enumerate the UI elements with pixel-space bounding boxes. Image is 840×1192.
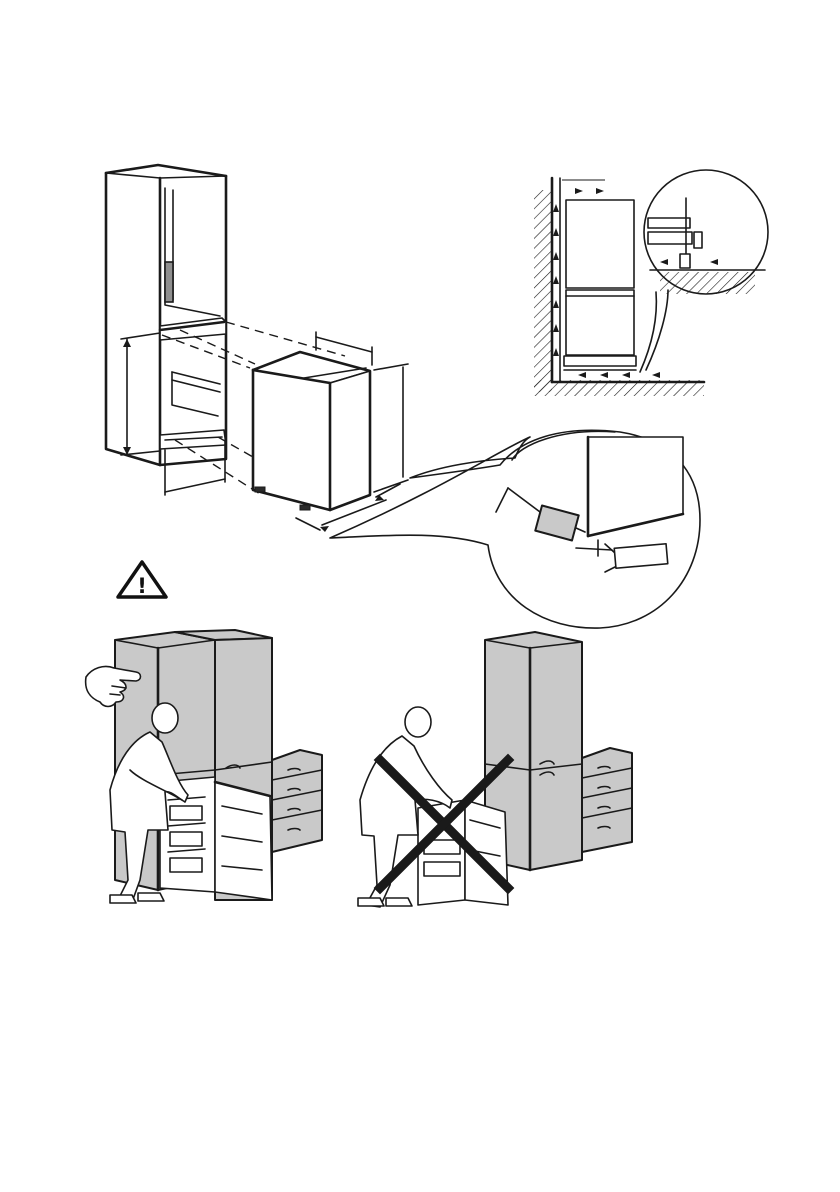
correct-installation-scene: [86, 630, 322, 903]
warning-symbol: !: [137, 574, 147, 598]
zoom-bubble: [640, 170, 768, 372]
incorrect-installation-scene: [358, 632, 632, 907]
ventilation-side-view: [534, 170, 768, 396]
freezer-appliance: [253, 332, 408, 532]
hinge-detail-callout: [330, 430, 700, 628]
niche-cabinet: [106, 165, 226, 465]
warning-triangle-icon: !: [118, 562, 166, 598]
